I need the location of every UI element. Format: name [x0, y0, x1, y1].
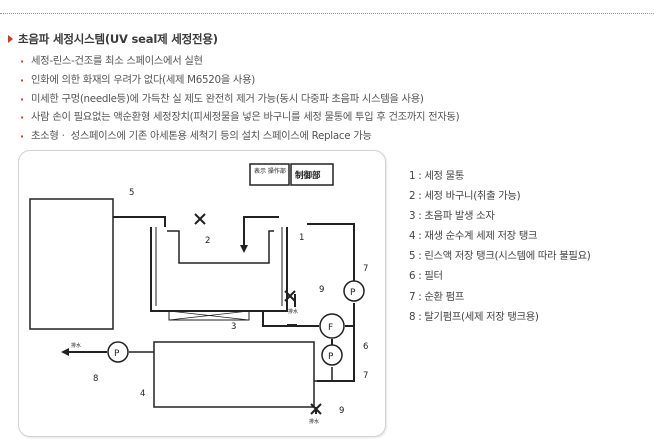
- label-8: 8: [93, 374, 98, 384]
- bullet-dot-icon: ·: [20, 130, 24, 144]
- legend-item: 6 : 필터: [409, 270, 443, 283]
- label-9b: 9: [339, 406, 344, 416]
- svg-text:F: F: [328, 323, 333, 333]
- label-6: 6: [363, 342, 368, 352]
- svg-text:P: P: [114, 349, 120, 359]
- control-panel: [290, 163, 334, 186]
- system-diagram-svg: P F P P 表示 操作部 制御部 1 2 3 4 5 6 7 7 8 9: [29, 163, 368, 425]
- label-7b: 7: [363, 371, 368, 381]
- label-2: 2: [205, 236, 210, 246]
- label-4: 4: [140, 389, 145, 399]
- feature-item: ·초소형ㆍ 성스페이스에 기존 아세톤용 세척기 등의 설치 스페이스에 Rep…: [18, 127, 459, 146]
- feature-item: ·사람 손이 필요없는 액순환형 세정장치(피세정물을 넣은 바구니를 세정 물…: [18, 108, 460, 127]
- detergent-tank: [153, 341, 315, 408]
- legend-item: 1 : 세정 물통: [409, 170, 465, 182]
- bullet-dot-icon: ·: [20, 73, 24, 87]
- feature-item: ·세정-린스-건조를 최소 스페이스에서 실현: [18, 52, 459, 71]
- label-5: 5: [129, 188, 134, 198]
- legend-item: 5 : 린스액 저장 탱크(시스템에 따라 불필요): [409, 250, 591, 263]
- wash-tank: [150, 227, 288, 312]
- filter-line: [262, 311, 319, 327]
- panel-label-display: 表示 操作部: [254, 167, 286, 175]
- svg-text:P: P: [328, 352, 334, 362]
- rinse-line: [113, 216, 166, 227]
- legend-item: 7 : 순환 펌프: [409, 290, 465, 303]
- circulation-line: [307, 223, 355, 281]
- top-dotted-divider: [0, 13, 654, 14]
- arrow-bullet-icon: [8, 35, 13, 43]
- panel-label-control: 制御部: [295, 170, 321, 181]
- feature-item: ·인화에 의한 화재의 우려가 없다(세제 M6520을 사용): [18, 71, 459, 90]
- label-1: 1: [299, 233, 304, 243]
- bullet-dot-icon: ·: [20, 92, 24, 106]
- section-header: 초음파 세정시스템(UV seal제 세정전용): [8, 31, 218, 47]
- wash-basket: [167, 230, 274, 264]
- rinse-tank: [29, 198, 114, 330]
- svg-text:P: P: [350, 288, 356, 298]
- transducer: [168, 310, 250, 321]
- pump-icon: [343, 280, 365, 302]
- bullet-dot-icon: ·: [20, 55, 24, 68]
- system-diagram: P F P P 表示 操作部 制御部 1 2 3 4 5 6 7 7 8 9: [18, 150, 386, 437]
- feature-list: ·세정-린스-건조를 최소 스페이스에서 실현 ·인화에 의한 화재의 우려가 …: [18, 52, 460, 146]
- section-title: 초음파 세정시스템(UV seal제 세정전용): [18, 32, 218, 46]
- diagram-legend: 1 : 세정 물통 2 : 세정 바구니(취출 가능) 3 : 초음파 발생 소…: [409, 166, 591, 327]
- legend-item: 2 : 세정 바구니(취출 가능): [409, 190, 521, 203]
- bullet-dot-icon: ·: [20, 111, 24, 125]
- filter-icon: [319, 313, 345, 339]
- drain-label: 排水: [309, 418, 319, 425]
- label-9a: 9: [319, 285, 324, 295]
- display-panel: [249, 163, 290, 186]
- drain-label: 排水: [288, 308, 298, 315]
- legend-item: 4 : 재생 순수계 세제 저장 탱크: [409, 230, 538, 243]
- label-3: 3: [231, 322, 236, 332]
- feature-item: ·미세한 구멍(needle등)에 가득찬 실 제도 완전히 제거 가능(동시 …: [18, 90, 459, 109]
- drain-label: 排水: [71, 342, 81, 349]
- return-pipe: [243, 216, 279, 247]
- label-7a: 7: [363, 264, 368, 274]
- legend-item: 3 : 초음파 발생 소자: [409, 210, 495, 223]
- pump-icon: [321, 344, 343, 366]
- degas-pump-icon: [107, 341, 129, 363]
- legend-item: 8 : 탈기펌프(세제 저장 탱크용): [409, 310, 539, 323]
